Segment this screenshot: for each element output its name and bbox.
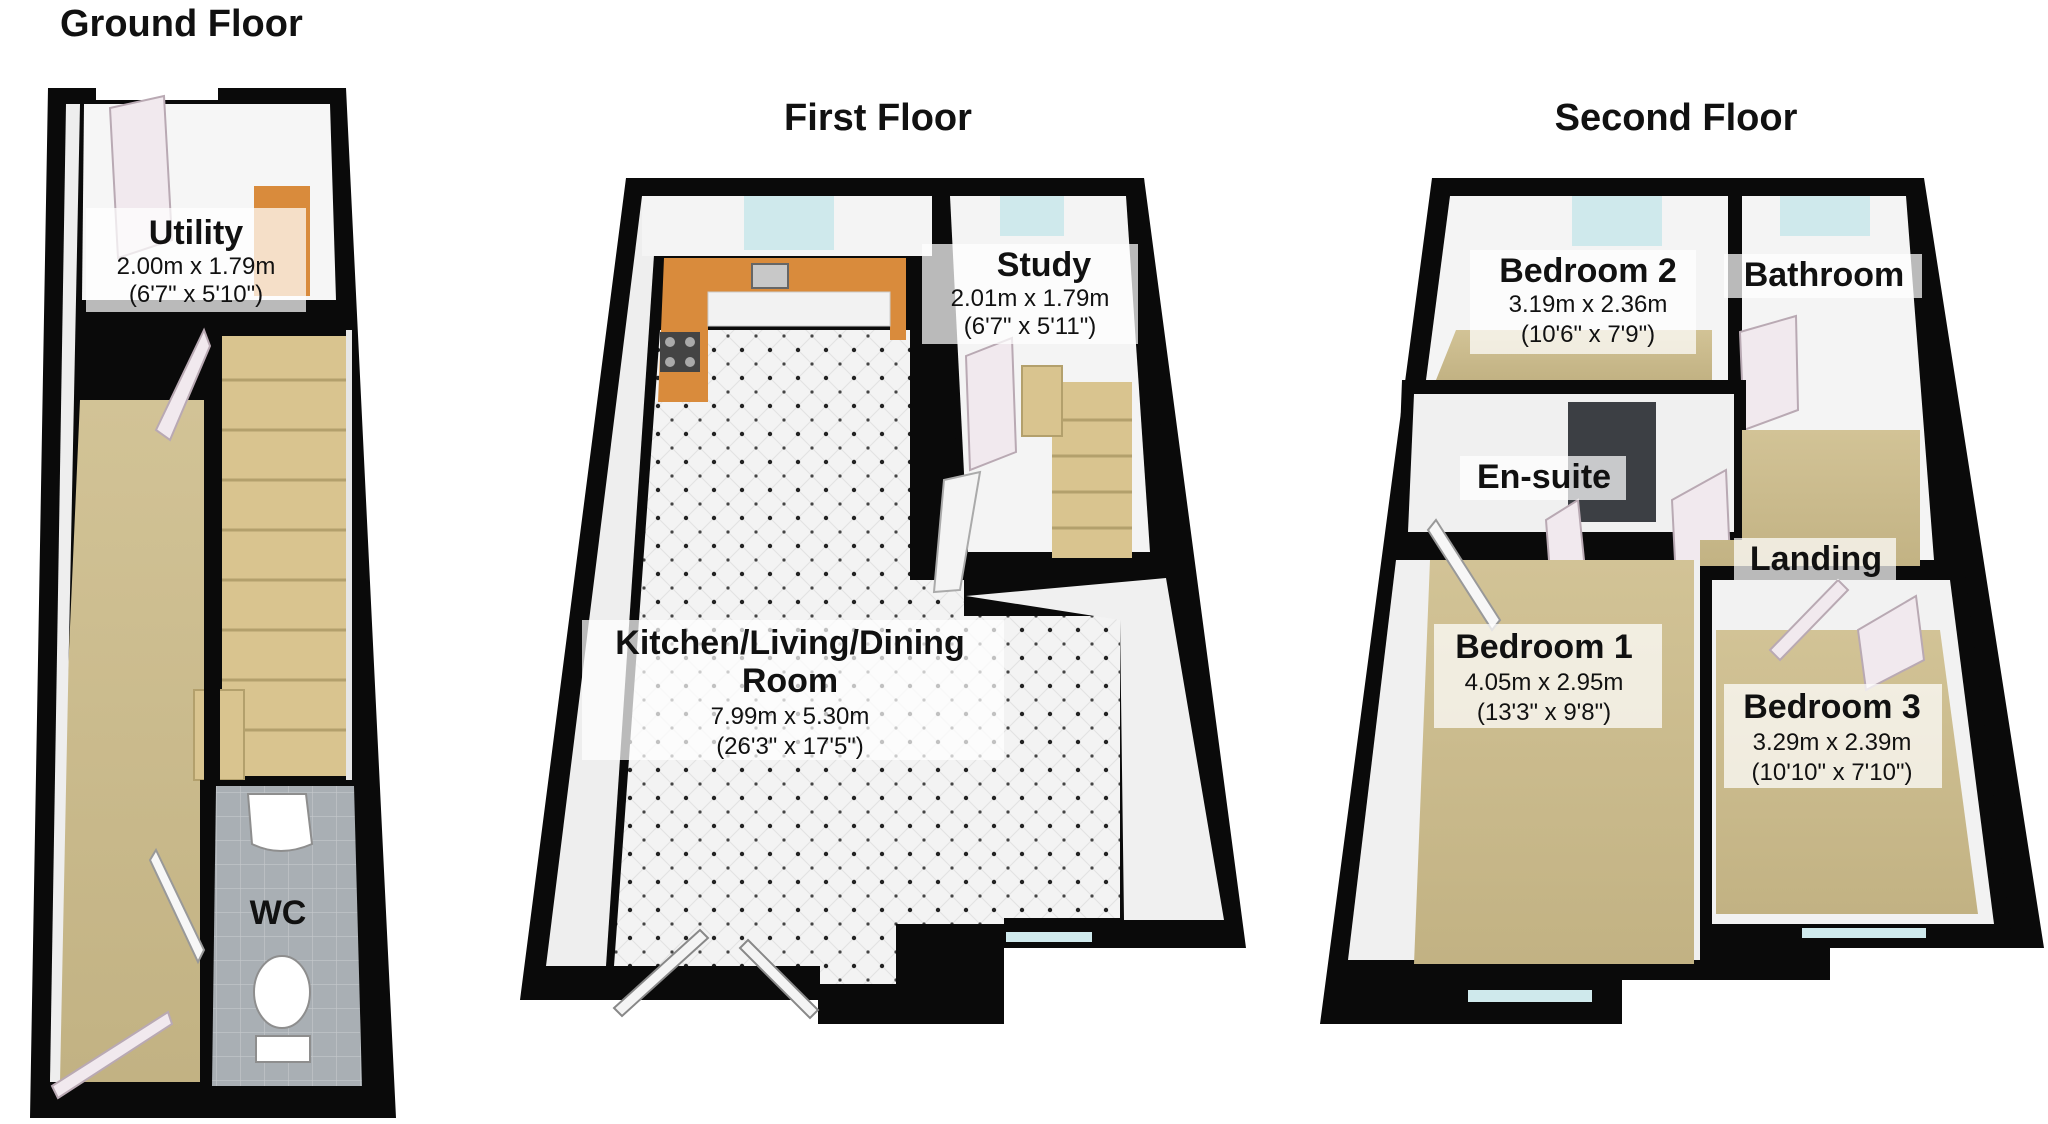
- kitchen-left-wall-face: [546, 196, 658, 966]
- kitchen-imperial: (26'3" x 17'5"): [716, 733, 864, 760]
- wc-toilet: [253, 955, 311, 1029]
- ensuite-label-bg: [1460, 456, 1626, 500]
- bedroom2-window: [1572, 196, 1662, 246]
- bedroom2-imperial: (10'6" x 7'9"): [1521, 321, 1655, 348]
- utility-imperial: (6'7" x 5'10"): [129, 281, 263, 308]
- ground-stair-wall-face: [346, 330, 352, 780]
- wc-cistern: [255, 1035, 311, 1063]
- ground-floor-title: Ground Floor: [60, 3, 303, 45]
- bedroom1-carpet: [1414, 560, 1694, 964]
- wc-basin: [246, 793, 314, 852]
- study-label-bg: [922, 244, 1138, 344]
- study-metric: 2.01m x 1.79m: [951, 285, 1110, 312]
- utility-metric: 2.00m x 1.79m: [117, 253, 276, 280]
- study-name: Study: [997, 246, 1092, 284]
- wc-room-floor: [212, 786, 362, 1086]
- study-door: [964, 336, 1018, 472]
- first-floor: First Floor: [520, 97, 1246, 1024]
- bedroom1-name: Bedroom 1: [1455, 628, 1633, 666]
- bathroom-door: [1738, 314, 1800, 432]
- bathroom-label-bg: [1724, 254, 1922, 298]
- study-imperial: (6'7" x 5'11"): [964, 313, 1096, 340]
- wc-door: [148, 847, 206, 965]
- landing-floor: [1700, 430, 1920, 570]
- second-floor-title: Second Floor: [1555, 97, 1798, 139]
- bedroom3-name: Bedroom 3: [1743, 688, 1921, 726]
- balcony-door-right: [738, 938, 820, 1020]
- study-window: [1000, 196, 1064, 236]
- bedroom2-metric: 3.19m x 2.36m: [1509, 291, 1668, 318]
- bedroom3-metric: 3.29m x 2.39m: [1753, 729, 1912, 756]
- ground-floor: Ground Floor: [30, 3, 396, 1118]
- first-front-window: [1006, 932, 1092, 942]
- hall-door: [154, 327, 212, 442]
- bedroom2-name: Bedroom 2: [1499, 252, 1677, 290]
- second-floor: Second Floor Bedroom 2: [1320, 97, 2044, 1024]
- ensuite-name: En-suite: [1477, 458, 1611, 496]
- kitchen-sink: [751, 263, 789, 289]
- kitchen-inner-door: [932, 470, 982, 594]
- bedroom3-label-bg: [1724, 684, 1942, 788]
- landing-label-bg: [1734, 538, 1896, 580]
- bathroom-window: [1780, 196, 1870, 236]
- bedroom3-imperial: (10'10" x 7'10"): [1752, 759, 1913, 786]
- utility-name: Utility: [149, 214, 244, 252]
- bedroom3-door: [1768, 578, 1850, 662]
- ground-hall-wall-face: [50, 104, 80, 1082]
- bedroom1-window: [1468, 990, 1592, 1002]
- kitchen-name-line2: Room: [742, 662, 838, 700]
- ground-stair-wall: [204, 412, 220, 782]
- cupboard-door: [1856, 594, 1926, 692]
- bedroom1-label-bg: [1434, 624, 1662, 728]
- first-stairs: [1021, 365, 1132, 558]
- bedroom2-label-bg: [1470, 250, 1696, 354]
- kitchen-label-bg: [582, 620, 1004, 760]
- bedroom1-imperial: (13'3" x 9'8"): [1477, 699, 1611, 726]
- first-floor-title: First Floor: [784, 97, 972, 139]
- wc-name: WC: [250, 894, 307, 932]
- kitchen-right-wall-face: [966, 578, 1224, 920]
- kitchen-metric: 7.99m x 5.30m: [711, 703, 870, 730]
- landing-name: Landing: [1750, 540, 1882, 578]
- kitchen-units: [707, 291, 891, 327]
- kitchen-hob: [660, 332, 700, 372]
- kitchen-name-line1: Kitchen/Living/Dining: [615, 624, 964, 662]
- bedroom1-metric: 4.05m x 2.95m: [1465, 669, 1624, 696]
- ground-hall-floor: [50, 400, 204, 1082]
- kitchen-window: [744, 196, 834, 250]
- front-door: [50, 1010, 174, 1100]
- balcony-door-left: [612, 928, 710, 1018]
- utility-label-bg: [86, 208, 306, 312]
- bathroom-name: Bathroom: [1744, 256, 1905, 294]
- bedroom3-window: [1802, 928, 1926, 938]
